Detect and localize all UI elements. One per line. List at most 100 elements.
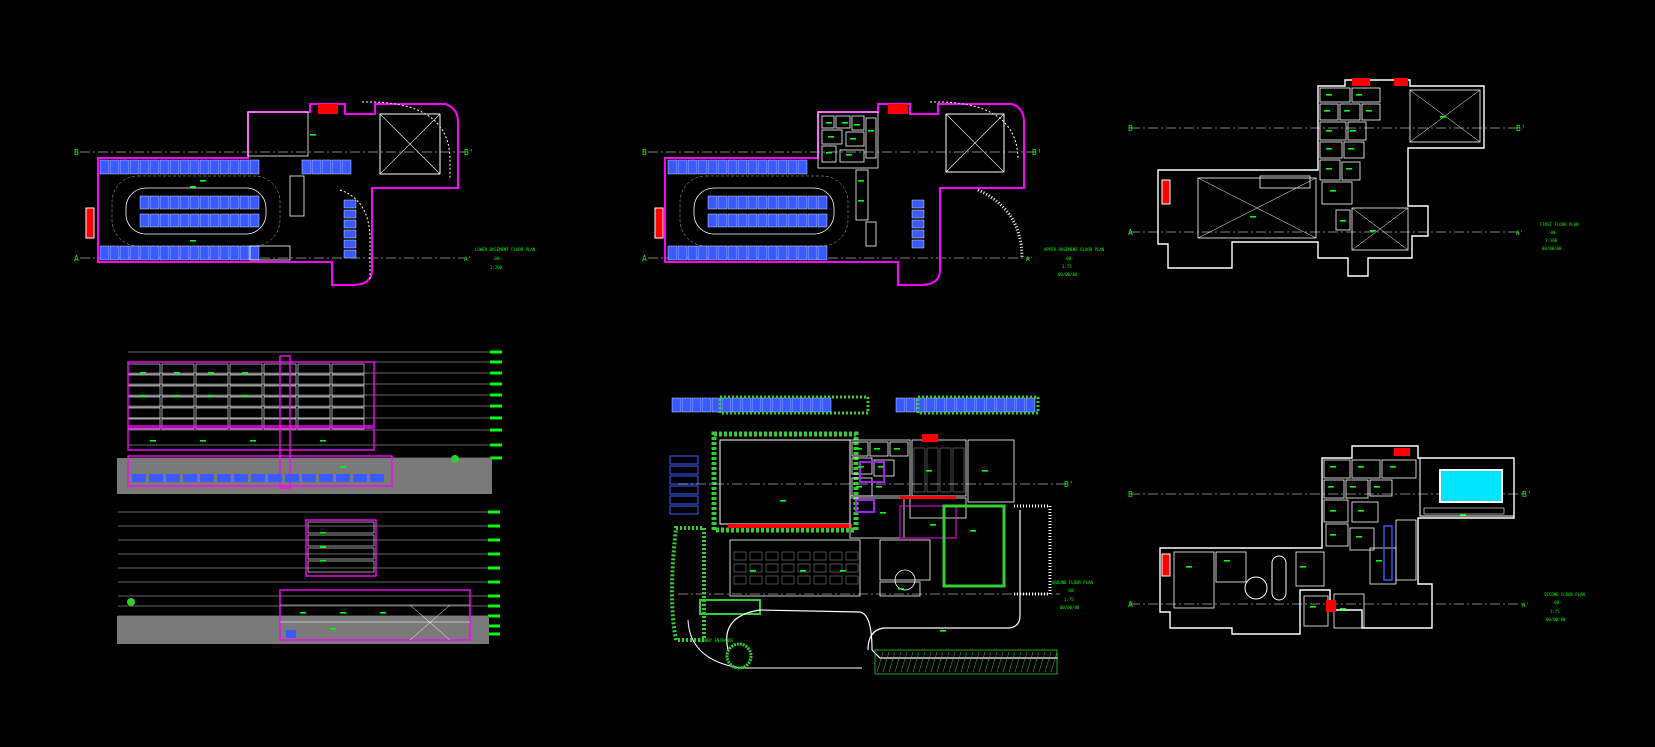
parking-bay — [807, 245, 818, 261]
section-cell — [229, 363, 263, 375]
parking-bay — [935, 397, 946, 413]
seating — [765, 563, 779, 573]
section-cell — [297, 374, 331, 386]
parking-bay — [777, 159, 788, 175]
section-cell — [229, 396, 263, 408]
parking-bay — [139, 195, 150, 210]
room-tag — [320, 546, 326, 548]
void-x6 — [1351, 207, 1409, 251]
sheet-scale: 1:100 — [1545, 238, 1558, 243]
parking-bay — [169, 159, 180, 175]
parking-bay — [209, 245, 220, 261]
parking-bay — [149, 213, 160, 228]
parking-bay — [707, 213, 718, 228]
room-tag — [190, 240, 196, 242]
sheet-level: -00- — [492, 256, 502, 261]
room-tag — [840, 570, 846, 572]
hatch-line — [960, 651, 968, 673]
parking-bay — [965, 397, 976, 413]
room-tag — [1224, 560, 1230, 562]
parking-bay — [955, 397, 966, 413]
parking-bay — [219, 245, 230, 261]
room — [845, 131, 865, 147]
sheet-title: FIRST FLOOR PLAN — [1540, 222, 1579, 227]
red-boundary — [728, 524, 852, 528]
car-section — [251, 474, 265, 482]
hatch-line — [906, 651, 914, 673]
parking-bay — [975, 397, 986, 413]
room — [1349, 527, 1375, 551]
level-marker — [490, 360, 502, 364]
swimming-pool — [1439, 469, 1503, 503]
core-shaft — [279, 355, 291, 489]
parking-bay — [707, 245, 718, 261]
first-floor-room-cluster — [1250, 78, 1446, 232]
seating — [813, 551, 827, 561]
hatch-line — [918, 651, 926, 673]
room-tag — [1330, 190, 1336, 192]
seating — [797, 563, 811, 573]
blue-unit — [286, 630, 296, 638]
axis-b-end: B' — [1522, 490, 1532, 499]
room-tag — [826, 152, 832, 154]
parking-bay — [249, 195, 260, 210]
parking-bay — [707, 159, 718, 175]
room-tag — [1366, 110, 1372, 112]
lift — [1352, 78, 1370, 86]
parking-bay — [139, 245, 150, 261]
room — [1319, 103, 1339, 121]
room — [1319, 141, 1343, 159]
parking-bay — [239, 213, 250, 228]
parking-bay — [807, 195, 818, 210]
parking-bay — [717, 245, 728, 261]
parking-bay — [239, 159, 250, 175]
parking-bay — [911, 239, 925, 249]
level-marker — [488, 580, 500, 584]
parking-bay — [945, 397, 956, 413]
axis-a-start: A — [74, 254, 79, 263]
room-tag — [140, 372, 146, 374]
section-cell — [195, 407, 229, 419]
room-tag — [250, 440, 256, 442]
room-tag — [926, 470, 932, 472]
red-wall — [900, 496, 956, 499]
room — [849, 439, 911, 497]
parking-bay — [747, 159, 758, 175]
stair-core — [1161, 553, 1171, 577]
tower-floor — [307, 560, 375, 573]
parking-bay — [1025, 397, 1036, 413]
room-tag — [1326, 130, 1332, 132]
parking-bay — [119, 245, 130, 261]
seating — [845, 551, 859, 561]
tree-symbol-2 — [451, 455, 459, 463]
room-tag — [1346, 168, 1352, 170]
parking-strip-hatch — [874, 649, 1058, 675]
parking-bay — [995, 397, 1006, 413]
parking-bay — [985, 397, 996, 413]
room — [1341, 161, 1361, 181]
room-tag — [1328, 486, 1334, 488]
tower-floor — [307, 534, 375, 547]
room — [1343, 141, 1365, 159]
room-tag — [1330, 466, 1336, 468]
level-marker — [490, 416, 502, 420]
hatch-line — [912, 651, 920, 673]
room — [1295, 551, 1325, 587]
room-tag — [1326, 94, 1332, 96]
axis-b-end: B' — [1516, 124, 1526, 133]
cross-brace — [409, 604, 451, 641]
red-core — [1394, 448, 1410, 456]
parking-bay — [109, 159, 120, 175]
axis-b-start: B — [642, 148, 647, 157]
room — [1351, 459, 1381, 479]
parking-bay — [199, 195, 210, 210]
room-tag — [1358, 466, 1364, 468]
room — [289, 175, 305, 217]
central-island — [125, 187, 267, 235]
seating — [813, 563, 827, 573]
room-tag — [208, 372, 214, 374]
red-core-2 — [1326, 600, 1336, 612]
parking-bay — [209, 213, 220, 228]
hatch-line — [1032, 651, 1040, 673]
red-stair — [922, 434, 938, 442]
